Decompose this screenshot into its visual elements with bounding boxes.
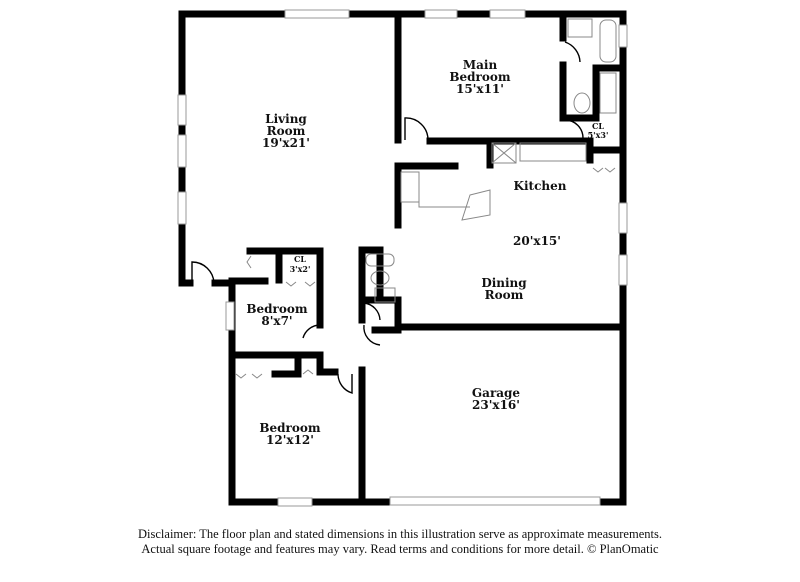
living-room-label-2: Room [267, 124, 306, 138]
doors [191, 41, 616, 394]
bedroom-large-size: 12'x12' [266, 433, 314, 447]
closet-main-label: CL [592, 121, 604, 131]
disclaimer-line-2: Actual square footage and features may v… [141, 542, 659, 556]
closet-main-size: 5'x3' [588, 130, 609, 140]
fixtures [365, 18, 617, 303]
closet-small-size: 3'x2' [290, 264, 311, 274]
disclaimer-line-1: Disclaimer: The floor plan and stated di… [138, 527, 662, 541]
floor-plan: Living Room 19'x21' Main Bedroom 15'x11'… [177, 9, 628, 507]
bedroom-small-size: 8'x7' [261, 314, 292, 328]
main-bedroom-size: 15'x11' [456, 82, 504, 96]
bedroom-small-label: Bedroom [246, 302, 307, 316]
dining-room-label: Dining [481, 276, 527, 290]
bedroom-large-label: Bedroom [259, 421, 320, 435]
windows [177, 9, 628, 507]
closet-small-label: CL [294, 254, 306, 264]
living-room-label: Living [265, 112, 307, 126]
living-room-size: 19'x21' [262, 136, 310, 150]
garage-label: Garage [472, 386, 521, 400]
main-bedroom-label: Main [463, 58, 498, 72]
main-bedroom-label-2: Bedroom [449, 70, 510, 84]
room-labels: Living Room 19'x21' Main Bedroom 15'x11'… [246, 58, 608, 447]
garage-size: 23'x16' [472, 398, 520, 412]
dining-room-label-2: Room [485, 288, 524, 302]
walls [178, 10, 627, 506]
kitchen-label: Kitchen [514, 179, 567, 193]
kitchen-dining-size: 20'x15' [513, 234, 561, 248]
